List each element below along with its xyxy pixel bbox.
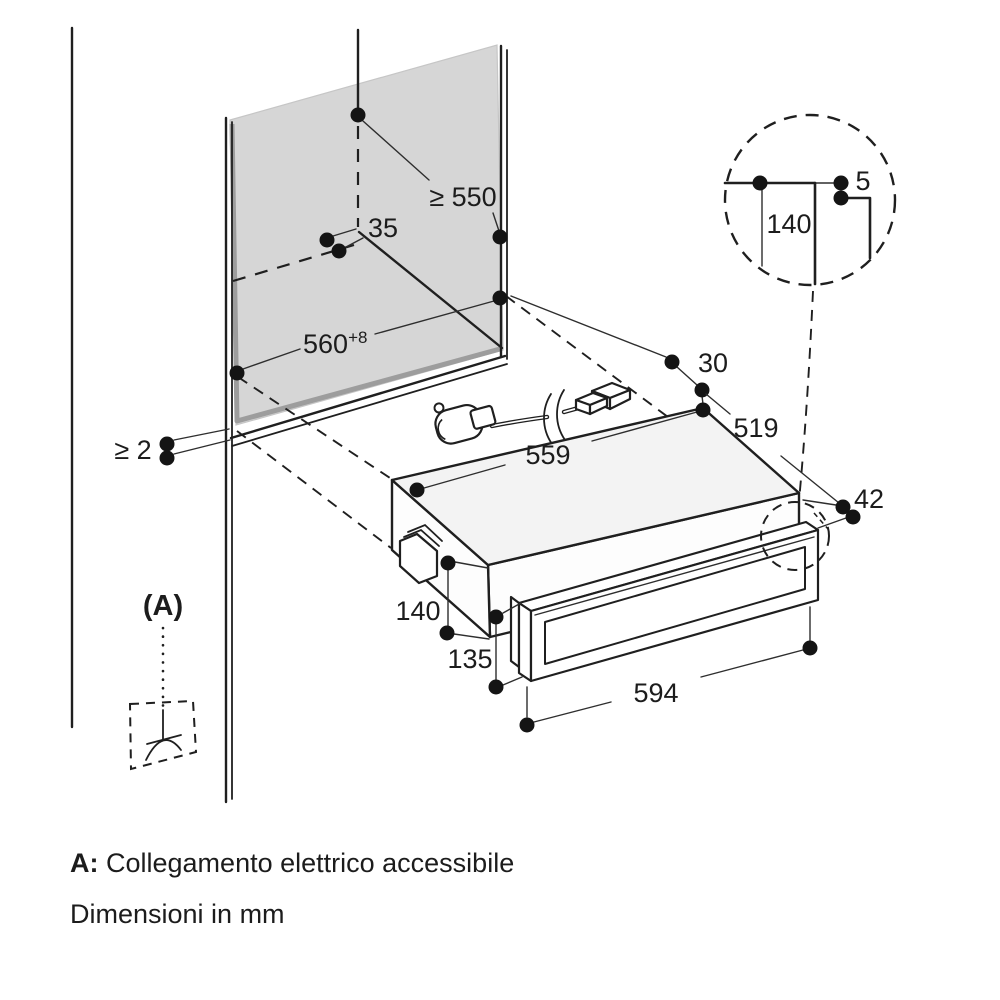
power-cord <box>433 381 632 445</box>
dim-panel-width: 594 <box>519 606 818 733</box>
dim-label-detail-top-gap: 5 <box>855 166 870 196</box>
projection-line-bottom <box>236 430 392 549</box>
front-panel-face <box>529 528 820 683</box>
detail-callout: 140 5 <box>723 113 897 571</box>
dim-label-panel-overhang: 42 <box>854 484 884 514</box>
drawer-top-face <box>390 406 801 567</box>
front-panel-left <box>517 601 533 683</box>
dim-label-panel-width: 594 <box>633 678 678 708</box>
connection-label: (A) <box>143 590 183 622</box>
shelf-front-edge-inner <box>231 363 508 447</box>
dim-front-inner-height: 135 <box>447 602 523 695</box>
dim-label-front-gap: ≥ 2 <box>114 435 151 465</box>
dim-label-niche-width: 560+8 <box>303 328 367 359</box>
detail-dot <box>833 190 849 206</box>
dim-front-gap: ≥ 2 <box>114 428 231 466</box>
dim-label-rear-offset: 35 <box>368 213 398 243</box>
dim-label-niche-depth: ≥ 550 <box>429 182 496 212</box>
front-panel-bevel-line <box>534 536 815 616</box>
dim-appliance-depth: 519 <box>705 393 840 504</box>
detail-dot <box>833 175 849 191</box>
niche-cabinet <box>70 26 508 804</box>
niche-panel-border <box>229 123 501 424</box>
projection-lines <box>236 295 780 549</box>
dim-label-appliance-depth: 519 <box>733 413 778 443</box>
legend: A: Collegamento elettrico accessibile Di… <box>70 848 514 929</box>
socket-symbol-icon <box>145 709 182 761</box>
dim-appliance-height: 140 <box>395 555 490 641</box>
units-note: Dimensioni in mm <box>70 899 285 929</box>
dim-appliance-width: 559 <box>409 402 711 498</box>
projection-line-top <box>237 376 391 479</box>
detail-panel-edge <box>839 196 872 260</box>
appliance-drawer <box>390 406 820 683</box>
dim-label-appliance-height: 140 <box>395 596 440 626</box>
niche-width-value: 560 <box>303 329 348 359</box>
cable-break-icon <box>556 389 566 441</box>
detail-leader-dashed <box>798 290 814 502</box>
detail-dot <box>752 175 768 191</box>
legend-key: A: <box>70 848 99 878</box>
dim-label-detail-panel-height: 140 <box>766 209 811 239</box>
dim-niche-depth: ≥ 550 <box>350 107 508 245</box>
dim-rear-offset: 35 <box>319 213 398 259</box>
detail-circle <box>723 113 897 287</box>
cable-core-left <box>491 416 548 427</box>
shelf-front-edge-outer <box>229 354 507 440</box>
connection-note: (A) <box>128 590 198 771</box>
dim-label-appliance-width: 559 <box>525 440 570 470</box>
niche-width-tolerance: +8 <box>348 328 367 347</box>
dim-panel-overhang: 42 <box>802 484 884 529</box>
socket-location-box <box>128 699 198 771</box>
side-bracket-icon <box>398 523 443 585</box>
cable-break-icon <box>543 393 553 445</box>
dim-label-front-inner-height: 135 <box>447 644 492 674</box>
niche-floor-back-edge <box>357 230 504 350</box>
dim-niche-width: 560+8 <box>229 290 508 381</box>
legend-text: Collegamento elettrico accessibile <box>106 848 514 878</box>
power-plug-icon <box>433 402 497 445</box>
appliance-connector-icon <box>574 381 632 416</box>
dimensions: ≥ 550 35 560+8 ≥ 2 30 519 <box>114 107 884 733</box>
dim-label-rear-clearance: 30 <box>698 348 728 378</box>
detail-source-tick <box>813 512 829 530</box>
front-panel-inner-rect <box>544 546 806 665</box>
detail-source-circle <box>760 501 830 571</box>
